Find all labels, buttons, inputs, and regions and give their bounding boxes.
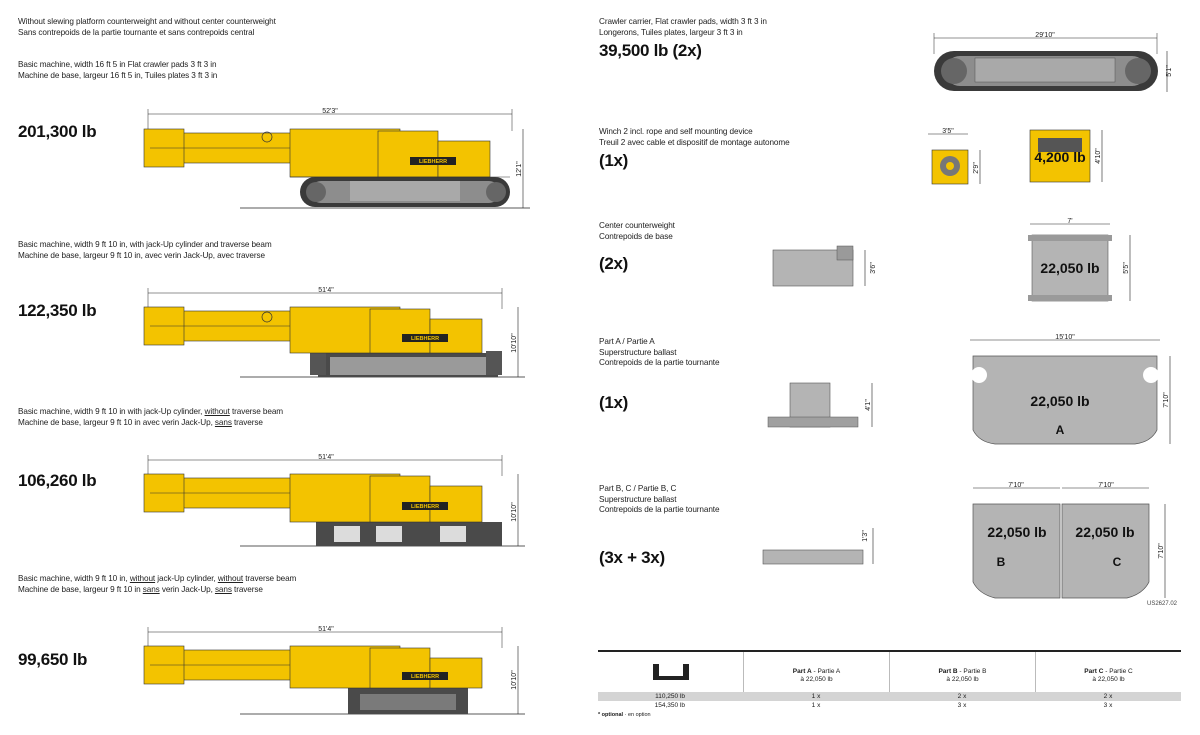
center-width-dim: 7' [1067, 218, 1072, 225]
winch-drawing: 3'5" 2'9" 4'10" 4,200 lb [928, 128, 1103, 185]
winch-height1-dim: 2'9" [973, 162, 980, 174]
partB-width-dim: 7'10" [1008, 482, 1024, 489]
partC-letter: C [1113, 555, 1122, 569]
ballast-icon [598, 652, 743, 692]
table-header-part-b: Part B - Partie B à 22,050 lb [889, 652, 1035, 692]
winch-quantity: (1x) [599, 151, 629, 170]
partA-caption: Part A / Partie A Superstructure ballast… [599, 337, 720, 367]
config3-length-dim: 51'4" [318, 454, 334, 461]
partA-weight: 22,050 lb [1030, 393, 1089, 409]
partA-height1-dim: 4'1" [865, 399, 872, 411]
partBC-quantity: (3x + 3x) [599, 548, 665, 567]
config2-weight: 122,350 lb [18, 301, 97, 320]
center-height1-dim: 3'6" [870, 262, 877, 274]
center-caption: Center counterweight Contrepoids de base [599, 221, 675, 241]
center-weight: 22,050 lb [1040, 260, 1099, 276]
table-note: * optional · en option [598, 712, 651, 718]
svg-text:LIEBHERR: LIEBHERR [411, 336, 439, 342]
config2-crane-drawing: 51'4" 10'10" LIEBHERR [143, 287, 525, 378]
config1-length-dim: 52'3" [322, 108, 338, 115]
config3-crane-drawing: 51'4" 10'10" LIEBHERR [143, 454, 525, 547]
config3-weight: 106,260 lb [18, 471, 97, 490]
config1-caption: Basic machine, width 16 ft 5 in Flat cra… [18, 60, 218, 80]
crawler-length-dim: 29'10" [1035, 32, 1055, 39]
config4-weight: 99,650 lb [18, 650, 88, 669]
table-header-part-a: Part A - Partie A à 22,050 lb [743, 652, 889, 692]
partBC-height2-dim: 7'10" [1158, 543, 1165, 559]
ballast-table: Part A - Partie A à 22,050 lb Part B - P… [598, 650, 1181, 718]
table-row: 110,250 lb 1 x 2 x 2 x [598, 692, 1181, 701]
table-header-part-c: Part C - Partie C à 22,050 lb [1035, 652, 1181, 692]
config2-length-dim: 51'4" [318, 287, 334, 294]
partBC-side-drawing: 1'3" [762, 528, 874, 565]
partC-width-dim: 7'10" [1098, 482, 1114, 489]
config4-crane-drawing: 51'4" 10'10" LIEBHERR [143, 626, 525, 715]
intro-caption: Without slewing platform counterweight a… [18, 17, 276, 37]
partC-weight: 22,050 lb [1075, 524, 1134, 540]
center-top-drawing: 7' 5'5" 22,050 lb [1028, 218, 1131, 302]
partB-weight: 22,050 lb [987, 524, 1046, 540]
partA-quantity: (1x) [599, 393, 629, 412]
partA-letter: A [1056, 423, 1065, 437]
partA-height2-dim: 7'10" [1163, 392, 1170, 408]
center-quantity: (2x) [599, 254, 629, 273]
partA-width-dim: 15'10" [1055, 334, 1075, 341]
partBC-caption: Part B, C / Partie B, C Superstructure b… [599, 484, 720, 514]
crawler-height-dim: 5'1" [1166, 65, 1173, 77]
config3-caption: Basic machine, width 9 ft 10 in with jac… [18, 407, 284, 427]
config1-weight: 201,300 lb [18, 122, 97, 141]
svg-text:LIEBHERR: LIEBHERR [419, 159, 447, 165]
config3-height-dim: 10'10" [511, 502, 518, 522]
config2-height-dim: 10'10" [511, 333, 518, 353]
winch-caption: Winch 2 incl. rope and self mounting dev… [599, 127, 790, 147]
winch-weight: 4,200 lb [1034, 149, 1085, 165]
config1-height-dim: 12'1" [516, 161, 523, 177]
crawler-caption: Crawler carrier, Flat crawler pads, widt… [599, 17, 767, 37]
winch-width-dim: 3'5" [942, 128, 954, 135]
config4-length-dim: 51'4" [318, 626, 334, 633]
center-side-drawing: 3'6" [772, 245, 877, 287]
config4-height-dim: 10'10" [511, 670, 518, 690]
config4-caption: Basic machine, width 9 ft 10 in, without… [18, 574, 297, 594]
partA-top-drawing: 15'10" 7'10" 22,050 lb A [970, 334, 1171, 445]
partBC-height1-dim: 1'3" [862, 530, 869, 542]
partBC-top-drawing: 7'10" 7'10" 7'10" 22,050 lb 22,050 lb B … [972, 482, 1166, 599]
crawler-drawing: 29'10" 5'1" [933, 32, 1173, 92]
svg-text:LIEBHERR: LIEBHERR [411, 504, 439, 510]
config2-caption: Basic machine, width 9 ft 10 in, with ja… [18, 240, 272, 260]
center-height2-dim: 5'5" [1123, 262, 1130, 274]
partB-letter: B [997, 555, 1006, 569]
svg-text:LIEBHERR: LIEBHERR [411, 674, 439, 680]
crawler-weight: 39,500 lb (2x) [599, 41, 702, 60]
table-row: 154,350 lb 1 x 3 x 3 x [654, 702, 1113, 709]
document-code: US2627.02 [1147, 601, 1178, 607]
winch-height2-dim: 4'10" [1095, 148, 1102, 164]
partA-side-drawing: 4'1" [767, 382, 873, 428]
config1-crane-drawing: 52'3" 12'1" LIEBHERR [143, 108, 530, 209]
